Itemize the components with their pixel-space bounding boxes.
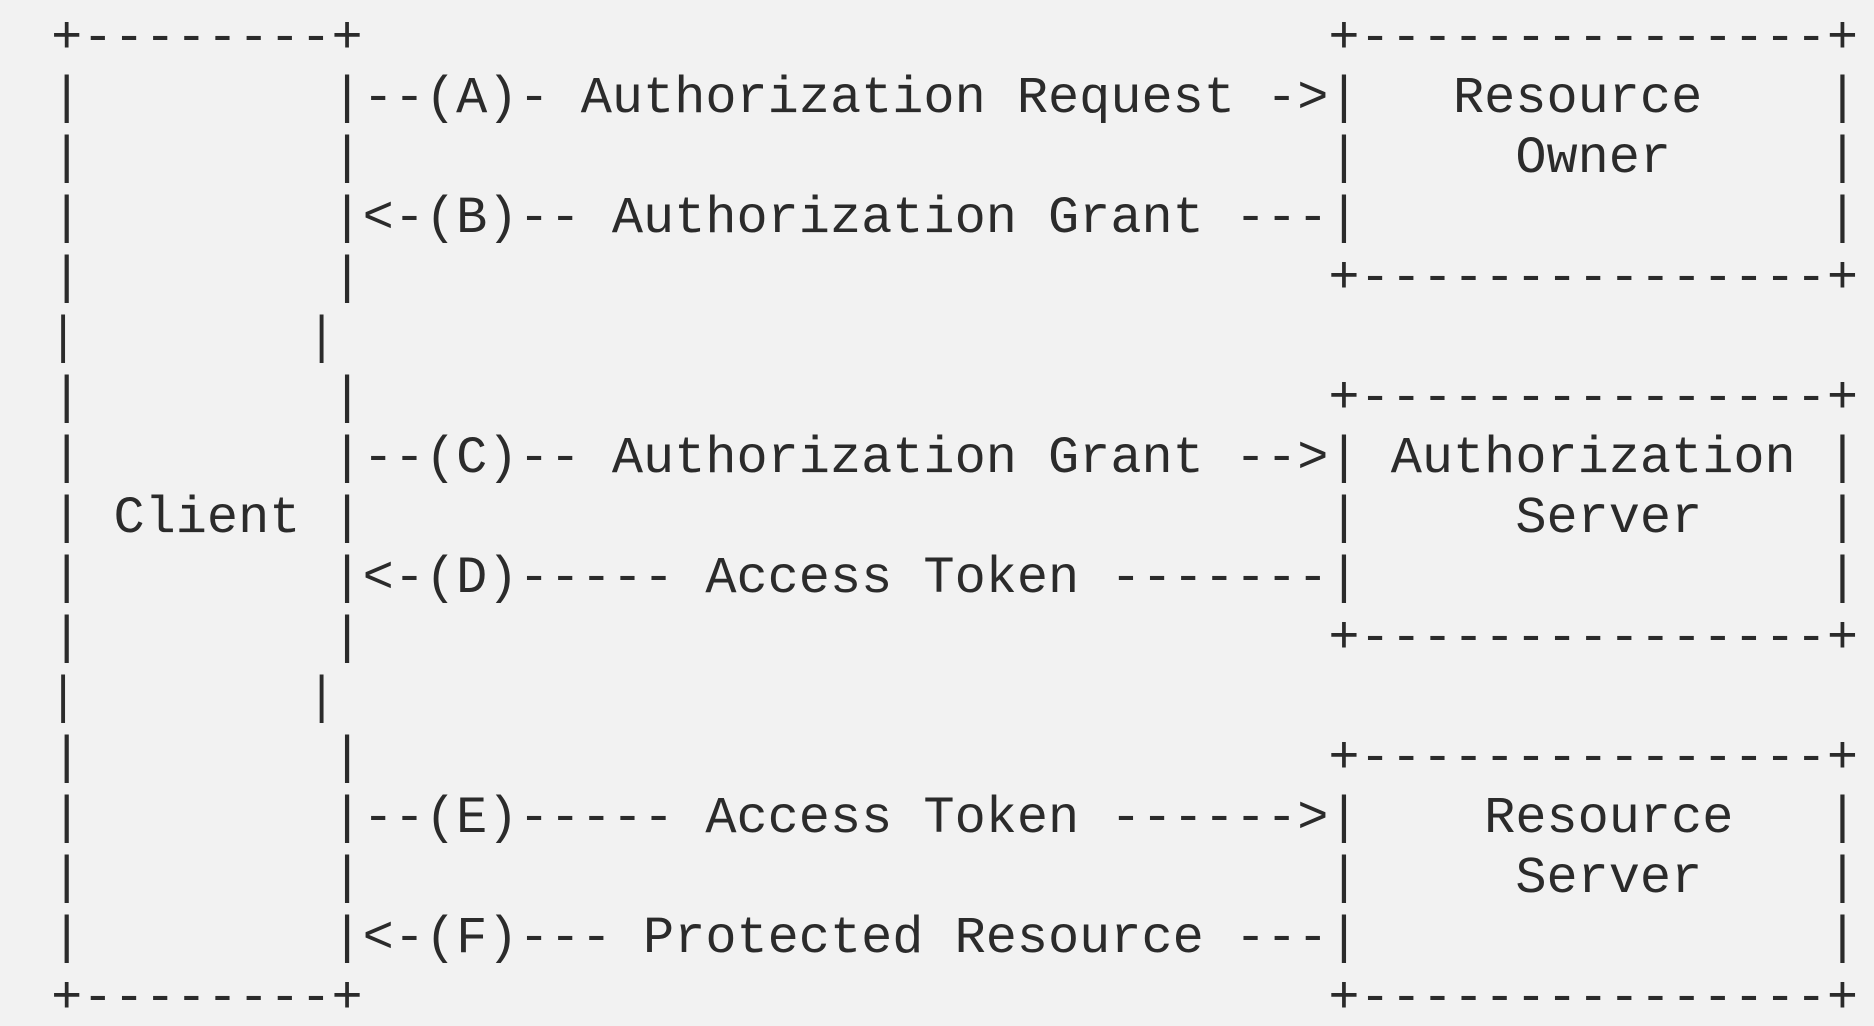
diagram-text-lines: +--------+ +---------------+ | |--(A)- A… <box>20 9 1858 1026</box>
diagram-line-12: | | <box>20 669 336 728</box>
diagram-line-17: +--------+ +---------------+ <box>20 969 1858 1026</box>
diagram-line-3: | | | Owner | <box>20 129 1858 188</box>
diagram-line-13: | | +---------------+ <box>20 729 1858 788</box>
diagram-line-15: | | | Server | <box>20 849 1858 908</box>
diagram-line-4: | |<-(B)-- Authorization Grant ---| | <box>20 189 1858 248</box>
diagram-line-6: | | <box>20 309 336 368</box>
diagram-line-11: | | +---------------+ <box>20 609 1858 668</box>
diagram-line-1: +--------+ +---------------+ <box>20 9 1858 68</box>
diagram-line-8: | |--(C)-- Authorization Grant -->| Auth… <box>20 429 1858 488</box>
diagram-line-16: | |<-(F)--- Protected Resource ---| | <box>20 909 1858 968</box>
diagram-line-7: | | +---------------+ <box>20 369 1858 428</box>
diagram-line-5: | | +---------------+ <box>20 249 1858 308</box>
diagram-line-9: | Client | | Server | <box>20 489 1858 548</box>
diagram-line-14: | |--(E)----- Access Token ------>| Reso… <box>20 789 1858 848</box>
diagram-line-2: | |--(A)- Authorization Request ->| Reso… <box>20 69 1858 128</box>
diagram-line-10: | |<-(D)----- Access Token -------| | <box>20 549 1858 608</box>
